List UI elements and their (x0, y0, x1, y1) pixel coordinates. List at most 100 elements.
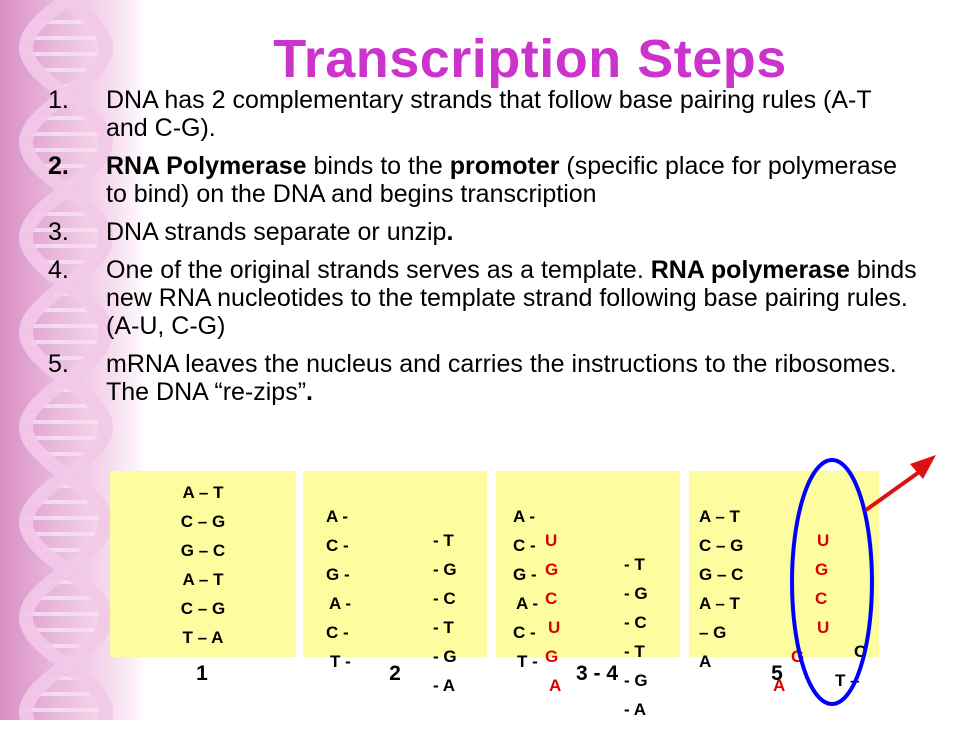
step-text-part: . (306, 378, 313, 406)
base-pair-row: C – G (180, 512, 226, 531)
step-text: RNA Polymerase binds to the promoter (sp… (106, 152, 897, 208)
separated-strand-row: T - - A (303, 626, 487, 695)
dna-panel-2: A - - T C - - G G - - C A - - T C - - G … (303, 471, 487, 695)
coding-strand-base: - G (624, 671, 648, 690)
transcription-row: T - A - A (496, 626, 680, 719)
panel-label-3-4: 3 - 4 (575, 662, 619, 685)
step-item-4: 4. One of the original strands serves as … (48, 256, 918, 340)
right-strand-base: - T (433, 618, 454, 637)
step-number: 4. (48, 256, 69, 284)
helix-strand (18, 0, 114, 720)
rna-base: G (545, 647, 559, 666)
rezipped-row: A – T U (689, 481, 879, 550)
separated-strand-row: C - - G (303, 597, 487, 666)
step-item-3: 3. DNA strands separate or unzip. (48, 218, 918, 246)
coding-strand-base: - G (624, 584, 648, 603)
rezipped-row: A – T U C (689, 568, 879, 661)
rezipped-row: – G G T – (689, 597, 879, 690)
rezipped-row: A A (689, 626, 879, 695)
step-text-part: RNA polymerase (650, 256, 850, 284)
left-strand-base: T - (330, 652, 351, 671)
step-number: 3. (48, 218, 69, 246)
panel-label-2: 2 (389, 662, 401, 685)
coding-strand-base: - A (624, 700, 647, 719)
step-text-part: . (446, 218, 454, 246)
left-strand-base: C - (326, 536, 349, 555)
transcription-row: A - U - T (496, 568, 680, 661)
coding-strand-base: - T (624, 555, 645, 574)
dna-panel-5: A – T U C – G G G – C C A – T U C – G G … (689, 471, 879, 695)
rezipped-row: C – G G (689, 510, 879, 579)
step-number: 2. (48, 152, 69, 180)
step-item-5: 5. mRNA leaves the nucleus and carries th… (48, 350, 918, 406)
right-strand-base: - G (433, 647, 457, 666)
base-pair-row: C – G (180, 599, 226, 618)
transcription-row: C - G - G (496, 510, 680, 603)
rna-base: A (549, 676, 562, 695)
template-strand-base: C - (513, 536, 536, 555)
transcription-row: C - G - G (496, 597, 680, 690)
step-text-part: promoter (449, 152, 560, 180)
right-strand-base: - T (433, 531, 454, 550)
helix-strand (18, 0, 114, 720)
template-strand-base: T - (517, 652, 538, 671)
rna-base: G (545, 560, 559, 579)
left-strand-base: A - (326, 507, 349, 526)
dna-base-pair: T – (835, 671, 860, 690)
base-pair-row: A – T (182, 570, 224, 589)
separated-strand-row: A - - T (303, 481, 487, 550)
slide-title: Transcription Steps (273, 29, 787, 89)
step-text-part: One of the original strands serves as a … (106, 256, 651, 284)
coding-strand-base: - T (624, 642, 645, 661)
template-strand-base: C - (513, 623, 536, 642)
step-text-part: binds to the (306, 152, 450, 180)
dna-panel-1: A – T C – G G – C A – T C – G T – A (110, 471, 296, 657)
mrna-base: A (773, 676, 786, 695)
panel-label-1: 1 (196, 662, 208, 685)
base-pair-row: G – C (180, 541, 226, 560)
step-text-part: (specific place for polymerase to bind) … (106, 152, 898, 208)
arrow-head-icon (910, 455, 936, 479)
base-pair-row: T – A (182, 628, 224, 647)
step-item-1: 1. DNA has 2 complementary strands that f… (48, 86, 918, 142)
panel-label-5: 5 (771, 662, 783, 685)
template-strand-base: A - (513, 507, 536, 526)
rna-base: C (545, 589, 558, 608)
dna-base-pair: – G (699, 623, 727, 642)
step-text-part: DNA strands separate or unzip (106, 218, 447, 246)
dna-panel-3-4: A - U - T C - G - G G - C - C A - U - T … (496, 471, 680, 719)
dna-helix-background-strip (0, 0, 148, 720)
transcription-row: A - U - T (496, 481, 680, 574)
separated-strand-row: C - - G (303, 510, 487, 579)
step-text: One of the original strands serves as a … (106, 256, 917, 340)
separated-strand-row: A - - T (303, 568, 487, 637)
dna-base: A (699, 652, 712, 671)
steps-list: 1. DNA has 2 complementary strands that f… (48, 86, 918, 416)
step-text: mRNA leaves the nucleus and carries the … (106, 350, 897, 406)
step-number: 1. (48, 86, 69, 114)
rna-base: U (548, 618, 561, 637)
transcription-row: G - C - C (496, 539, 680, 632)
rezipped-row: G – C C (689, 539, 879, 608)
coding-strand-base: - C (624, 613, 647, 632)
step-text-part: DNA has 2 complementary strands that fol… (106, 86, 872, 142)
right-strand-base: - C (433, 589, 456, 608)
step-text-part: RNA Polymerase (106, 152, 307, 180)
separated-strand-row: G - - C (303, 539, 487, 608)
step-number: 5. (48, 350, 69, 378)
dna-base-pair: A – T (699, 594, 740, 613)
dna-base-pair: C – G (699, 536, 744, 555)
step-text: DNA strands separate or unzip. (106, 218, 453, 246)
dna-helix-icon (18, 0, 114, 720)
step-item-2: 2. RNA Polymerase binds to the promoter (… (48, 152, 918, 208)
template-strand-base: G - (513, 565, 537, 584)
template-strand-base: A - (516, 594, 539, 613)
step-text-part: mRNA leaves the nucleus and carries the … (106, 350, 897, 406)
right-strand-base: - G (433, 560, 457, 579)
left-strand-base: A - (329, 594, 352, 613)
base-pair-row: A – T (182, 483, 224, 502)
step-text: DNA has 2 complementary strands that fol… (106, 86, 871, 142)
right-strand-base: - A (433, 676, 456, 695)
left-strand-base: G - (326, 565, 350, 584)
left-strand-base: C - (326, 623, 349, 642)
